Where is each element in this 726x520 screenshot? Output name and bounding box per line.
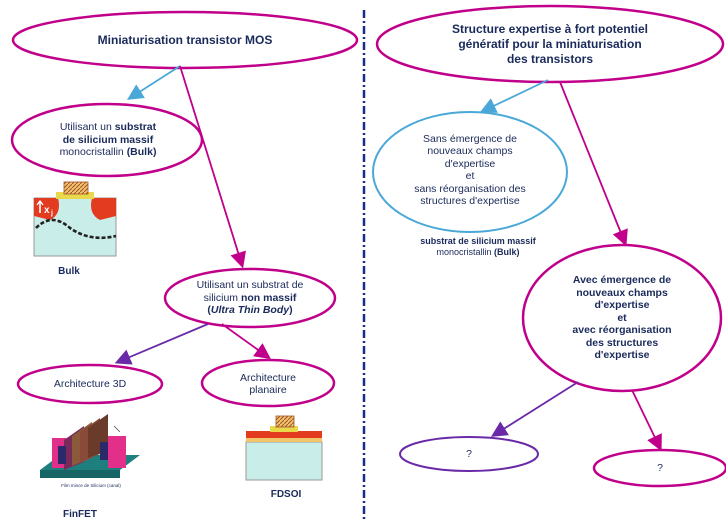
finfet-illustration: [40, 414, 140, 478]
bulk-label: Bulk: [58, 266, 80, 277]
bulk-line3: monocristallin: [59, 146, 124, 159]
with-line5: avec réorganisation: [572, 324, 672, 337]
thin-body-node-text: Utilisant un substrat de silicium non ma…: [170, 276, 330, 320]
unknown-left-ellipse: [399, 436, 539, 472]
with-line7: d'expertise: [594, 349, 650, 362]
unknown-left-text: ?: [440, 446, 498, 462]
substrate-caption-line1: substrat de silicium massif: [420, 236, 536, 246]
arch3d-text: Architecture 3D: [24, 376, 156, 392]
svg-text:x: x: [44, 205, 50, 216]
arrow-title-to-bulk: [126, 65, 181, 100]
fdsoi-label: FDSOI: [270, 489, 302, 500]
arrow-title-to-thin: [179, 65, 246, 269]
right-title-ellipse: [375, 4, 725, 84]
substrate-caption-line2: monocristallin: [436, 247, 492, 257]
arch3d-ellipse: [16, 363, 164, 405]
thin-line3-open: (: [207, 304, 211, 317]
with-line3: d'expertise: [594, 299, 650, 312]
unknown-right-label: ?: [657, 461, 663, 474]
right-title: Structure expertise à fort potentiel gén…: [390, 16, 710, 72]
fdsoi-illustration: [245, 415, 323, 481]
thin-line3-close: ): [289, 304, 293, 317]
thin-body-node-ellipse: [163, 267, 337, 329]
with-line4: et: [617, 311, 627, 324]
unknown-right-text: ?: [632, 460, 688, 476]
thin-line1: Utilisant un substrat de: [196, 279, 304, 292]
planar-text: Architecture planaire: [206, 370, 330, 398]
arrow-right-title-to-without: [479, 79, 549, 113]
planar-line2: planaire: [249, 384, 287, 396]
thin-line2-bold: non massif: [240, 291, 297, 304]
without-line1: Sans émergence de: [423, 132, 517, 145]
without-line2: nouveaux champs: [427, 145, 513, 157]
with-line1: Avec émergence de: [572, 274, 672, 287]
arrow-thin-to-planar: [221, 323, 271, 360]
right-title-line3: des transistors: [506, 51, 594, 66]
arrow-thin-to-arch3d: [114, 323, 209, 365]
bulk-line1-bold: substrat: [114, 121, 157, 134]
without-line3: d'expertise: [444, 157, 496, 170]
bulk-line1: Utilisant un: [59, 121, 112, 134]
arch3d-label: Architecture 3D: [53, 377, 127, 390]
thin-line3-italic: Ultra Thin Body: [210, 304, 290, 317]
right-title-line2: génératif pour la miniaturisation: [458, 36, 642, 51]
without-emergence-ellipse: [372, 111, 568, 233]
without-line6: structures d'expertise: [420, 195, 520, 207]
bulk-node-ellipse: [10, 102, 204, 178]
substrate-caption: substrat de silicium massif monocristall…: [392, 236, 564, 258]
with-line6: des structures: [585, 336, 659, 349]
right-title-line1: Structure expertise à fort potentiel: [451, 21, 649, 36]
substrate-caption-line2-bold: (Bulk): [494, 247, 520, 257]
bulk-line2: de silicium massif: [62, 133, 154, 146]
finfet-caption: Film mince de Silicium (canal): [36, 483, 146, 489]
with-line2: nouveaux champs: [576, 286, 668, 299]
thin-line2: silicium: [203, 291, 239, 304]
finfet-caption-text: Film mince de Silicium (canal): [61, 483, 121, 488]
svg-text:j: j: [50, 210, 53, 217]
arrow-with-to-unknown-right: [631, 389, 662, 452]
bulk-node-text: Utilisant un substrat de silicium massif…: [20, 112, 196, 168]
with-emergence-text: Avec émergence de nouveaux champs d'expe…: [540, 262, 704, 374]
left-title: Miniaturisation transistor MOS: [20, 26, 350, 54]
planar-ellipse: [200, 358, 336, 408]
left-title-label: Miniaturisation transistor MOS: [97, 32, 273, 47]
without-line4: et: [465, 170, 475, 182]
unknown-left-label: ?: [466, 447, 472, 460]
left-title-ellipse: [11, 10, 359, 70]
without-line5: sans réorganisation des: [414, 182, 526, 195]
arrow-with-to-unknown-left: [490, 381, 579, 437]
finfet-label: FinFET: [63, 509, 97, 520]
arrow-right-title-to-with: [559, 81, 628, 247]
without-emergence-text: Sans émergence de nouveaux champs d'expe…: [386, 120, 554, 220]
planar-line1: Architecture: [239, 371, 297, 384]
bulk-transistor-illustration: x j: [33, 181, 117, 257]
bulk-line3-bold: (Bulk): [126, 146, 157, 159]
